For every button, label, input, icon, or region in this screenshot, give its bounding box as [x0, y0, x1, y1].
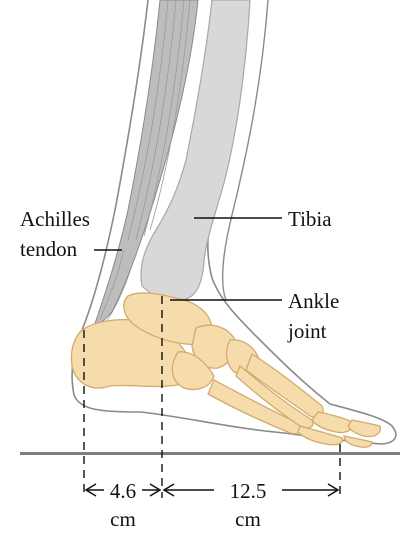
- phalanx-2: [297, 425, 343, 446]
- leg-front-outline: [221, 0, 269, 301]
- ground-surface: [20, 452, 400, 455]
- achilles-label-line1: Achilles: [20, 207, 90, 231]
- ball-distance-value: 12.5: [230, 479, 267, 503]
- heel-distance-unit: cm: [110, 507, 136, 531]
- ankle-label-line2: joint: [287, 319, 327, 343]
- phalanx-3: [347, 419, 381, 438]
- ball-distance-unit: cm: [235, 507, 261, 531]
- ankle-label-line1: Ankle: [288, 289, 339, 313]
- heel-distance-value: 4.6: [110, 479, 136, 503]
- dimension-guides: [83, 296, 341, 498]
- phalanx-4: [343, 435, 373, 448]
- dimension-arrows: [84, 483, 340, 497]
- tendon-fibers: [99, 0, 191, 321]
- foot-bones: [70, 292, 381, 448]
- metatarsal-2: [207, 379, 302, 435]
- leader-lines: [94, 217, 282, 301]
- cuboid-bone: [171, 351, 215, 391]
- phalanx-1: [311, 411, 353, 434]
- tibia-label: Tibia: [288, 207, 332, 231]
- achilles-label-line2: tendon: [20, 237, 78, 261]
